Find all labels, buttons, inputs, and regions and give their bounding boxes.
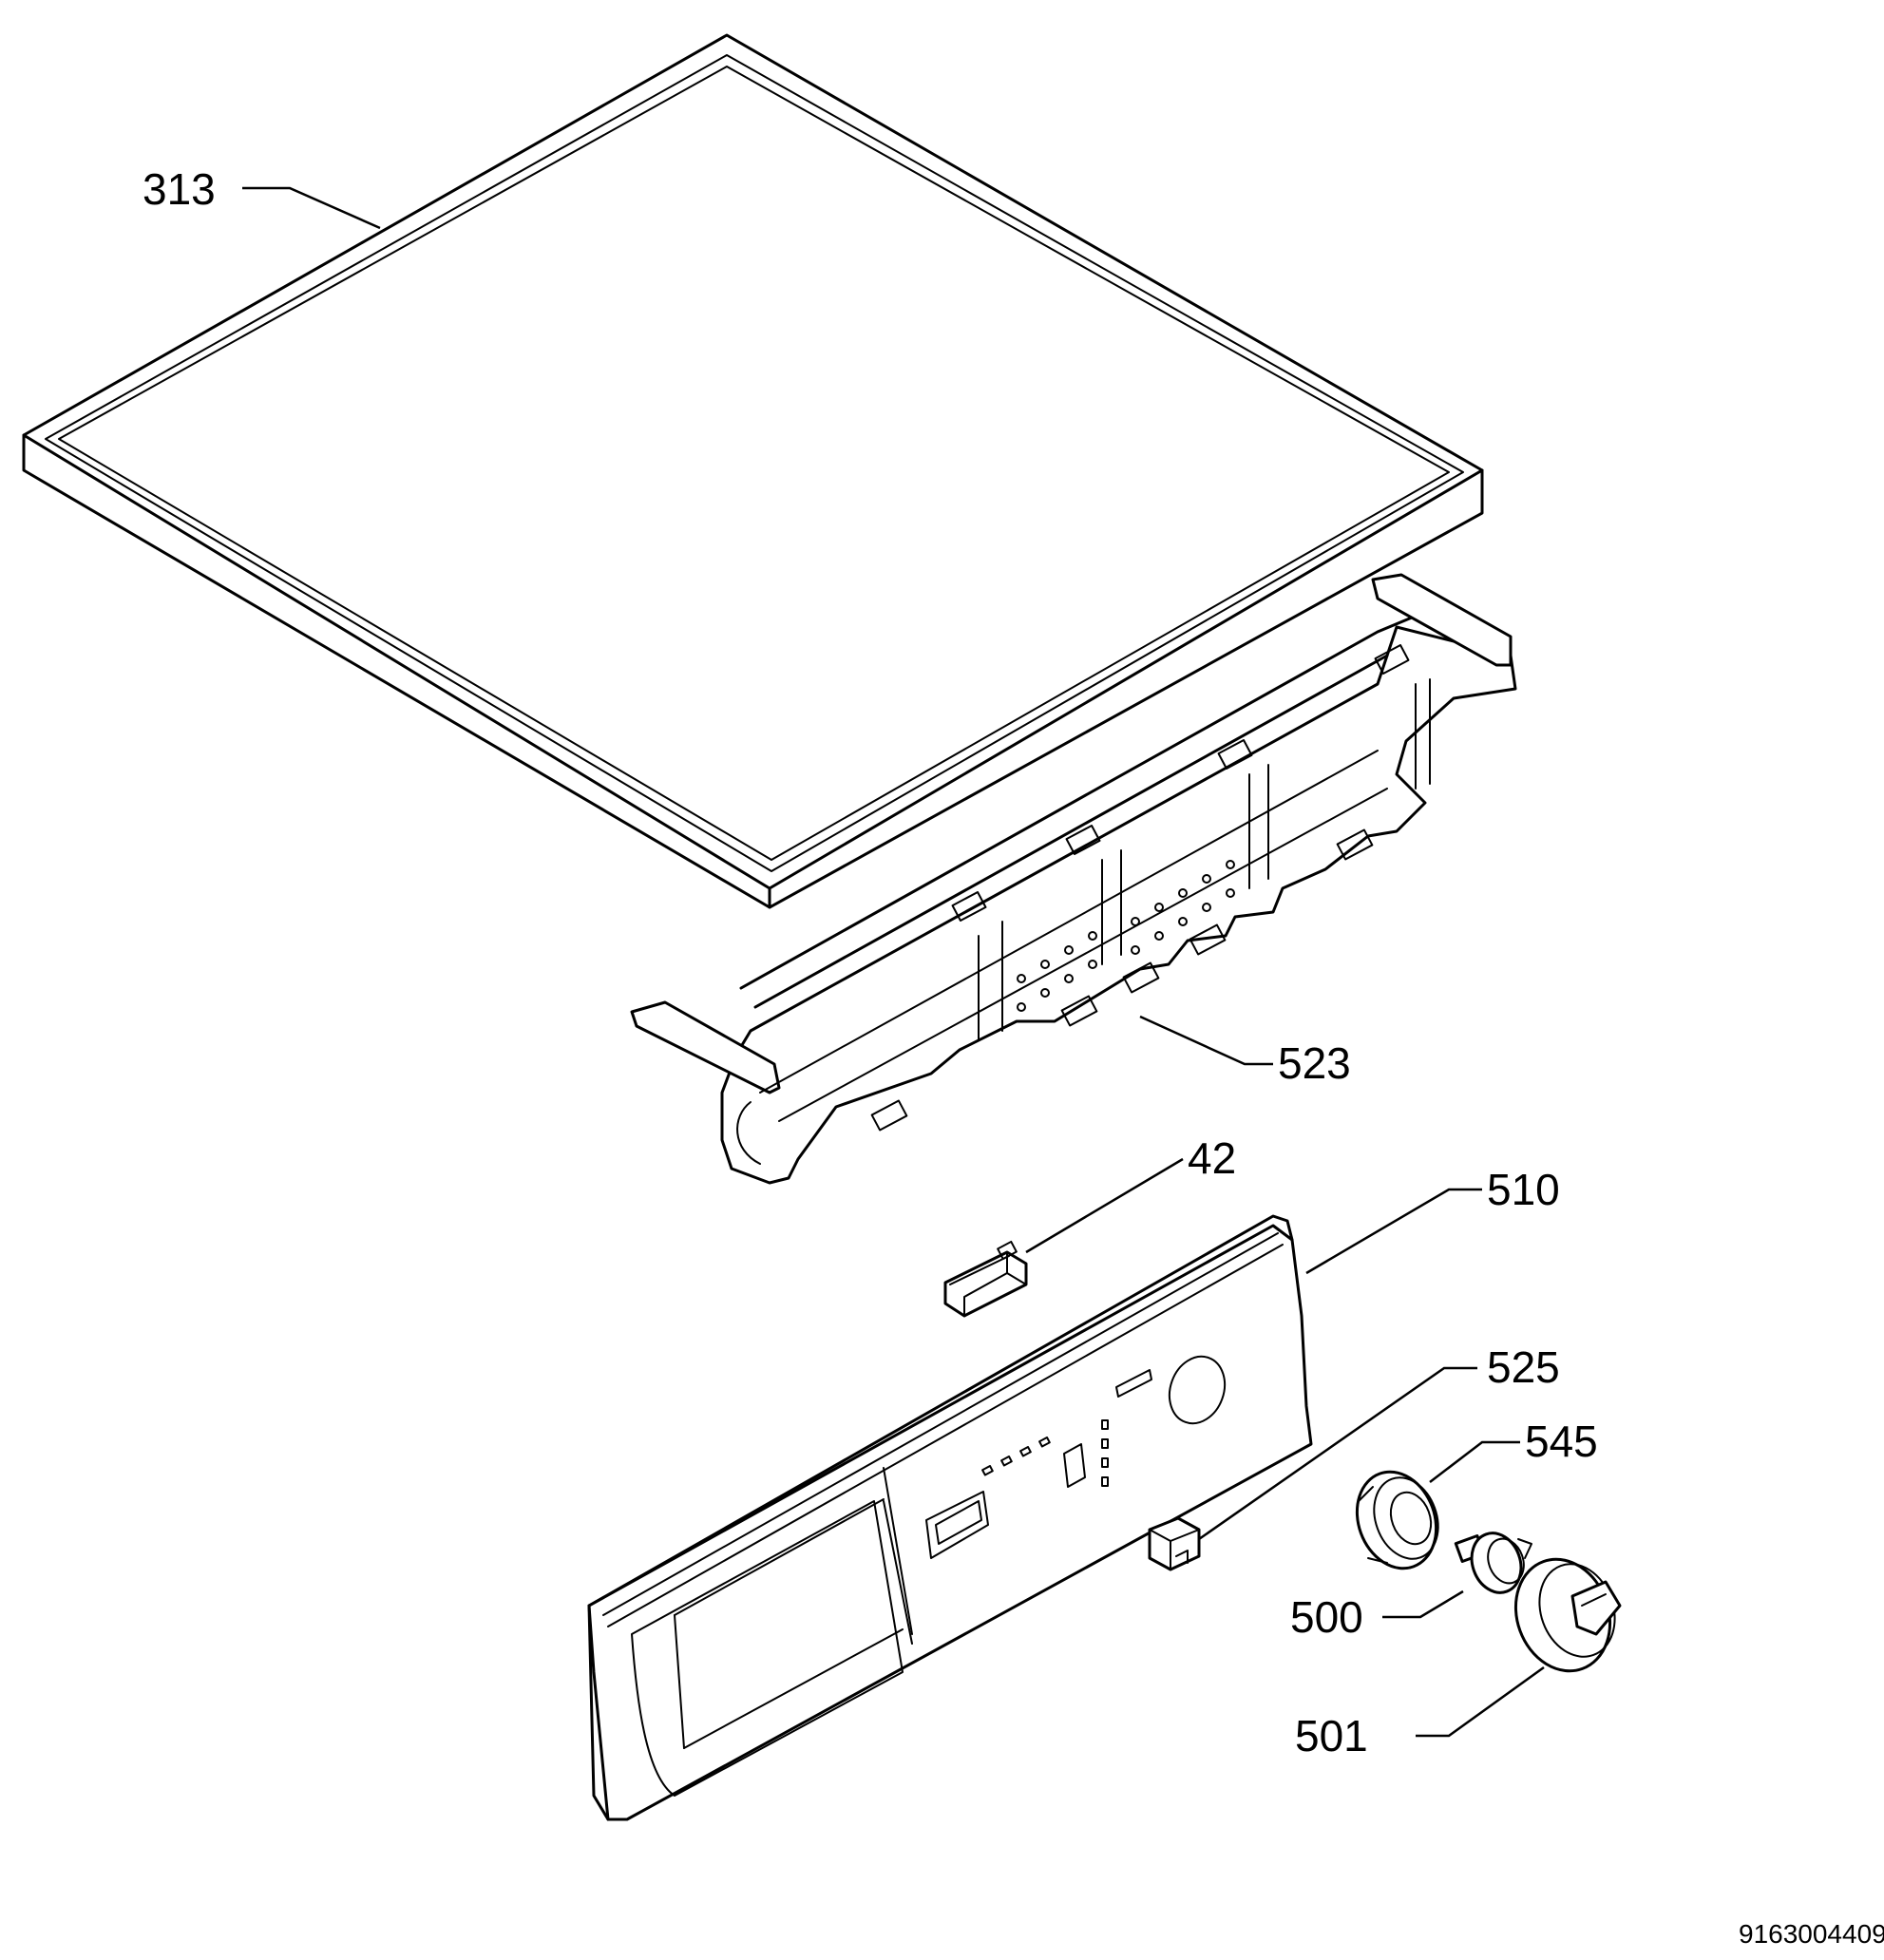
part-42-indicator xyxy=(943,1240,1028,1318)
part-525-switch xyxy=(1148,1516,1201,1571)
callout-313: 313 xyxy=(143,164,216,214)
callout-42: 42 xyxy=(1188,1133,1236,1183)
callout-labels: 313 523 42 510 525 545 500 501 xyxy=(143,164,1598,1760)
part-545-knob-bezel xyxy=(1355,1470,1439,1570)
part-501-knob xyxy=(1513,1557,1622,1673)
callout-501: 501 xyxy=(1295,1711,1368,1760)
part-523-panel-bracket xyxy=(630,573,1517,1185)
callout-510: 510 xyxy=(1487,1165,1560,1214)
callout-523: 523 xyxy=(1278,1038,1351,1088)
part-500-knob-spindle xyxy=(1454,1532,1532,1594)
callout-525: 525 xyxy=(1487,1342,1560,1392)
part-510-control-panel xyxy=(587,1214,1313,1821)
callout-500: 500 xyxy=(1290,1592,1363,1642)
drawing-number: 9163004409 xyxy=(1739,1919,1884,1949)
leader-lines xyxy=(242,186,1545,1738)
callout-545: 545 xyxy=(1525,1417,1598,1466)
part-313-top-lid xyxy=(22,33,1484,909)
